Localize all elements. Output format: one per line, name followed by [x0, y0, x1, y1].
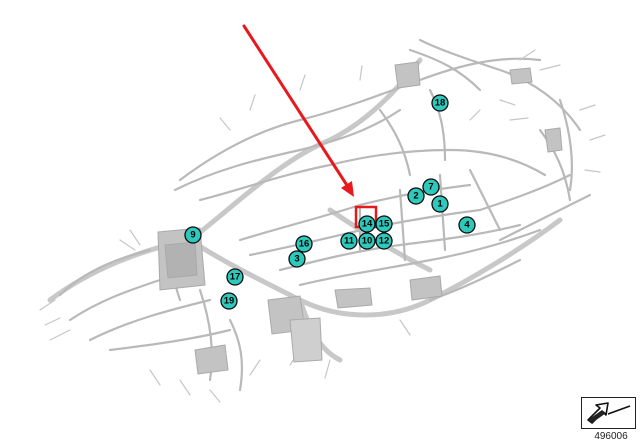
highlight-arrow	[242, 24, 354, 197]
callout-16[interactable]: 16	[295, 235, 313, 253]
callout-12[interactable]: 12	[375, 232, 393, 250]
callout-17[interactable]: 17	[226, 268, 244, 286]
navigation-button[interactable]	[581, 397, 636, 429]
callout-2[interactable]: 2	[407, 187, 425, 205]
callout-19[interactable]: 19	[220, 292, 238, 310]
callout-18[interactable]: 18	[431, 94, 449, 112]
callout-9[interactable]: 9	[184, 226, 202, 244]
callout-15[interactable]: 15	[375, 215, 393, 233]
callout-14[interactable]: 14	[358, 215, 376, 233]
callout-10[interactable]: 10	[358, 232, 376, 250]
callout-11[interactable]: 11	[340, 232, 358, 250]
wiring-harness-drawing	[39, 38, 606, 403]
callout-3[interactable]: 3	[288, 250, 306, 268]
reference-number: 496006	[594, 431, 628, 442]
callout-4[interactable]: 4	[458, 216, 476, 234]
callout-7[interactable]: 7	[422, 178, 440, 196]
callout-1[interactable]: 1	[431, 195, 449, 213]
arrow-down-left-icon	[587, 402, 631, 424]
